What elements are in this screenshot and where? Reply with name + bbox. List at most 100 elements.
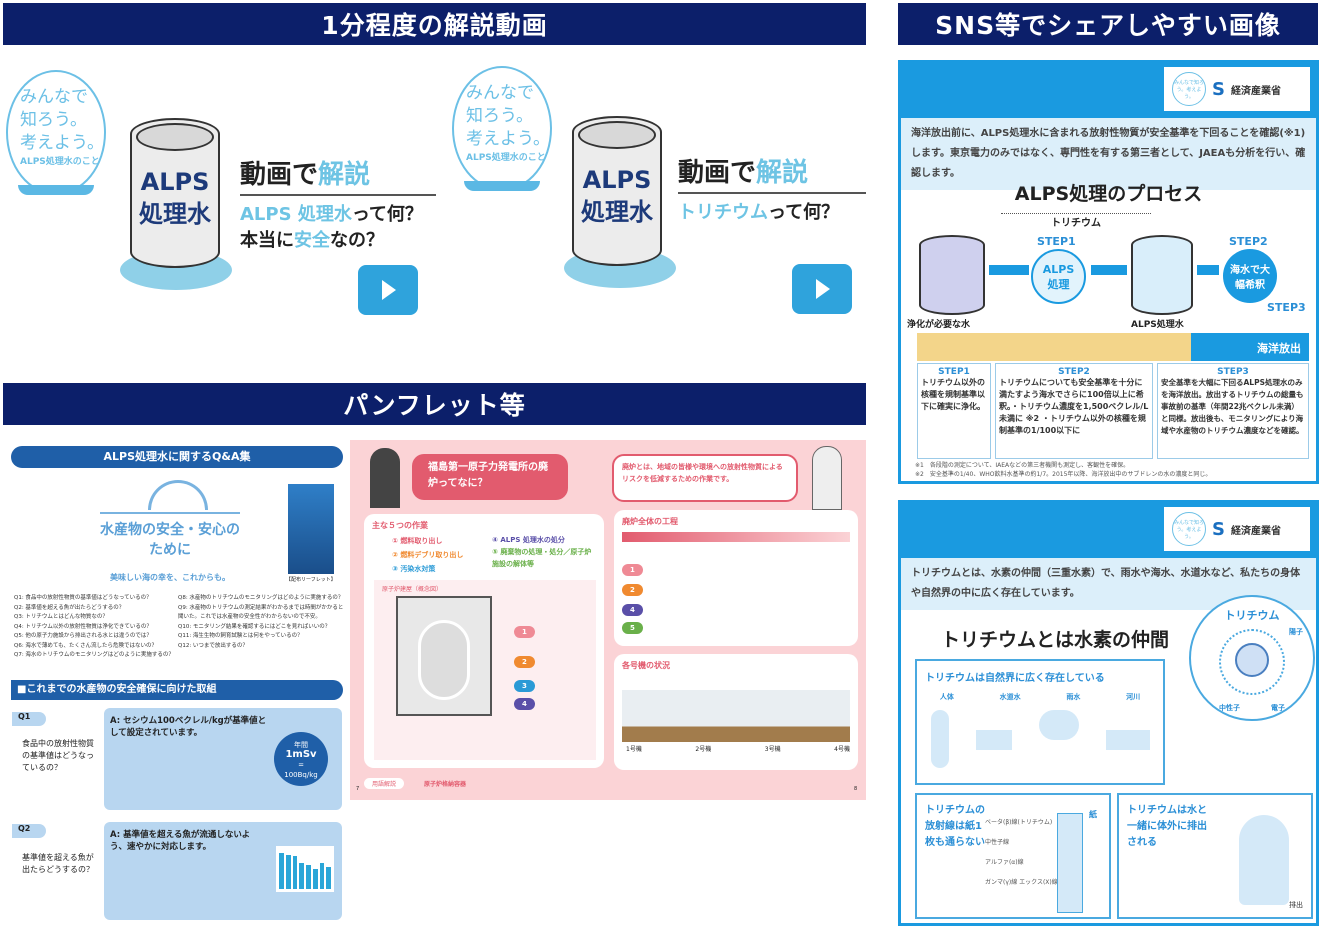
ministry-name: 経済産業省 (1230, 525, 1281, 537)
glossary-label: 用語解説 (364, 778, 405, 789)
electron-label: 電子 (1271, 704, 1285, 712)
limit-line: = (298, 761, 304, 769)
excrete-label: 排出 (1289, 901, 1303, 909)
questions-left: Q1: 食品中の放射性物質の基準値はどうなっているの？ Q2: 基準値を超える魚が… (14, 594, 174, 661)
limit-line: 100Bq/kg (284, 771, 318, 779)
cover-subtitle: 美味しい海の幸を、これからも。 (110, 573, 230, 582)
nature-illustrations (917, 710, 1163, 768)
radiation-item: ガンマ(γ)線 エックス(X)線 (985, 879, 1058, 886)
question-item: Q8: 水産物のトリチウムのモニタリングはどのように実施するの？ (178, 595, 344, 601)
reactor-diagram: 原子炉建屋（概念図） 1 2 3 4 (374, 580, 596, 760)
qa-header: ALPS処理水に関するQ&A集 (11, 446, 343, 468)
q2-text: 基準値を超える魚が出たらどうするの？ (22, 853, 94, 874)
nature-labels: 人体水道水雨水河川 (917, 692, 1163, 702)
meti-icon: S (1212, 518, 1225, 540)
unit-label: 3号機 (764, 746, 781, 753)
bar (326, 867, 331, 889)
work-label: 燃料デブリ取り出し (400, 551, 464, 559)
question-item: Q2: 基準値を超える魚が出たらどうするの？ (14, 604, 125, 611)
alps-process-circle: ALPS処理 (1031, 249, 1086, 304)
section-header-sns: SNS等でシェアしやすい画像 (898, 3, 1318, 45)
work-label: 汚染水対策 (400, 565, 436, 573)
arrow-icon (989, 265, 1029, 275)
human-icon: 人体 (939, 693, 954, 701)
radiation-item: ベータ(β)線(トリチウム) (985, 819, 1053, 826)
tank-contaminated (919, 235, 985, 315)
step-box-heading: STEP1 (938, 367, 970, 377)
cloud-icon (1038, 710, 1079, 740)
section-header-pamphlets: パンフレット等 (3, 383, 866, 425)
limit-line: 年間 (294, 741, 308, 749)
work-pill: 2 (622, 584, 643, 596)
a2-text: A: 基準値を超える魚が流通しないよう、速やかに対応します。 (110, 830, 251, 852)
play-button[interactable] (792, 264, 852, 314)
unit-label: 1号機 (626, 746, 642, 753)
proton-label: 陽子 (1289, 628, 1303, 636)
arrow-icon (1091, 265, 1127, 275)
video-title: 動画で解説 (240, 160, 371, 190)
step-box-heading: STEP3 (1217, 367, 1249, 377)
pamphlet-qa[interactable]: ALPS処理水に関するQ&A集 水産物の安全・安心のために 美味しい海の幸を、こ… (8, 440, 346, 926)
step-box-text: トリチウムについても安全基準を十分に満たすよう海水でさらに100倍以上に希釈。・… (999, 378, 1149, 435)
unit-label: 4号機 (834, 746, 850, 753)
excretion-title: トリチウムは水と一緒に体外に排出される (1127, 805, 1207, 848)
work-item: ① 燃料取り出し (392, 537, 443, 545)
q1-label: Q1 (12, 712, 46, 726)
tank-treated (1131, 235, 1193, 315)
works-title: 主な５つの作業 (372, 521, 428, 530)
question-item: Q1: 食品中の放射性物質の基準値はどうなっているの？ (14, 595, 152, 601)
bar (312, 869, 318, 889)
ministry-name: 経済産業省 (1230, 85, 1281, 97)
dilution-circle: 海水で大幅希釈 (1223, 249, 1277, 303)
nucleus-icon (1235, 643, 1269, 677)
unit-label: 2号機 (695, 746, 712, 753)
video-subtitle: ALPS 処理水って何？本当に安全なの？ (240, 204, 423, 251)
neutron-label: 中性子 (1219, 704, 1240, 712)
cover-title: 水産物の安全・安心のために (100, 522, 240, 558)
horizon (100, 512, 240, 514)
work-pill: 5 (622, 622, 643, 634)
paper-sheet (1057, 813, 1083, 913)
bar (306, 865, 311, 889)
rain-icon: 雨水 (1066, 693, 1081, 701)
tritium-title: トリチウムとは水素の仲間 (941, 629, 1170, 651)
play-button[interactable] (358, 265, 418, 315)
human-body-icon (1239, 815, 1289, 905)
footnotes: ※1 各段階の測定について、IAEAなどの第三者機関も測定し、客観性を確保。※2… (915, 461, 1211, 479)
step-box-text: 安全基準を大幅に下回るALPS処理水のみを海洋放出。放出するトリチウムの総量も事… (1161, 378, 1304, 435)
atom-diagram: トリチウム 陽子 中性子 電子 (1189, 595, 1315, 721)
work-pill: 4 (622, 604, 643, 616)
work-item: ⑤ 廃棄物の処理・処分／原子炉施設の解体等 (492, 548, 592, 568)
question-item: Q3: トリチウムとはどんな物質なの？ (14, 614, 108, 620)
question-item: Q5: 他の原子力施設から排出される水とは違うのでは？ (14, 633, 152, 639)
questions-right: Q8: 水産物のトリチウムのモニタリングはどのように実施するの？Q9: 水産物の… (178, 594, 344, 651)
sun-icon (148, 480, 208, 510)
radiation-title: トリチウムの放射線は紙1枚も通らない (925, 805, 985, 848)
atom-title: トリチウム (1224, 609, 1280, 622)
footnote: ※2 安全基準の1/40、WHO飲料水基準の約1/7。2015年以降、海洋放出中… (915, 471, 1212, 478)
electron-orbit (1219, 629, 1285, 695)
bar-chart-thumbnail (276, 846, 334, 892)
page-number: 8 (854, 786, 858, 792)
process-title: ALPS処理のプロセス (1014, 183, 1203, 205)
leaflet-thumbnail[interactable] (288, 484, 334, 574)
tank2-label: ALPS処理水 (1131, 320, 1184, 330)
radiation-list: ベータ(β)線(トリチウム)中性子線アルファ(α)線ガンマ(γ)線 エックス(X… (985, 813, 1058, 893)
work-label: 廃棄物の処理・処分／原子炉施設の解体等 (492, 548, 592, 568)
human-figure-icon (930, 710, 949, 768)
tank1-label: 浄化が必要な水 (907, 320, 971, 330)
video-title: 動画で解説 (678, 158, 809, 188)
ground (917, 333, 1197, 361)
video-subtitle: トリチウムって何？ (678, 202, 840, 223)
